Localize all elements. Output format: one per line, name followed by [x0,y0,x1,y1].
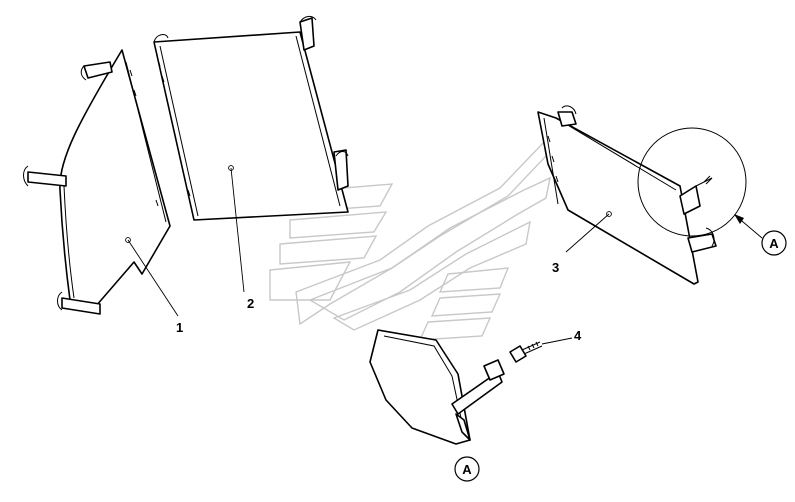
part-4-fastener [509,341,543,363]
watermark-logo [269,138,551,341]
part-number-4: 4 [574,328,582,343]
detail-view-a [369,329,505,445]
detail-circle [637,127,747,237]
part-1-side-panel [23,49,171,315]
leader-lines [127,167,763,345]
part-number-1: 1 [176,320,183,335]
arrowhead-icon [734,214,744,224]
detail-view-label: A [462,462,472,477]
detail-view-callout: A [454,456,480,482]
detail-reference-label: A [769,236,779,251]
part-2-rear-panel [153,15,349,221]
part-number-3: 3 [552,260,559,275]
detail-reference-callout: A [761,230,787,256]
part-number-2: 2 [247,296,254,311]
part-3-front-panel [537,105,717,285]
